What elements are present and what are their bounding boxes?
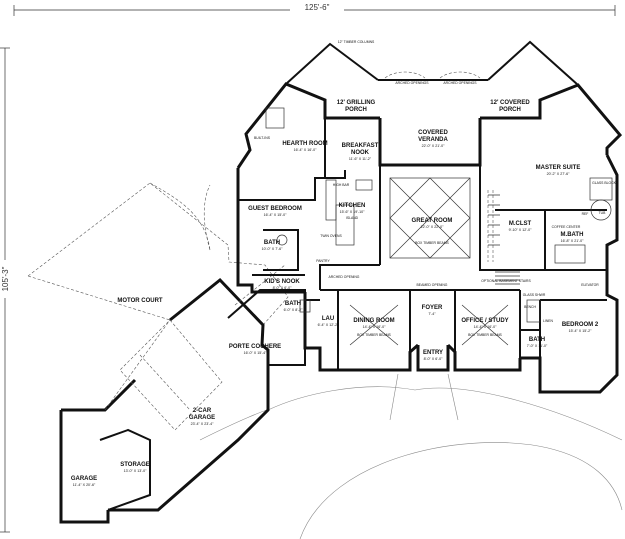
porte-cochere-label: PORTE COCHERE [229,344,281,350]
storage-label: STORAGE [120,462,150,468]
foyer-dim: 7'-4" [428,312,436,316]
porte-cochere [227,264,306,366]
bench-note: BENCH [524,305,536,309]
breakfast-sub: NOOK [351,150,370,156]
ceiling-patterns [349,71,509,346]
laundry-dim: 6'-4" X 12'-2" [318,323,339,327]
laundry-label: LAU [322,316,334,322]
linen-note: LINEN [543,319,554,323]
covered-porch-sub: PORCH [499,107,521,113]
master-bath-dim: 16'-8" X 21'-0" [561,239,584,243]
site-driveway [199,373,623,539]
glass-block-note: GLASS BLOCK [592,181,616,185]
dimension-lines: 125'-6" 105'-3" [0,3,616,533]
beamed-opening-note: BEAMED OPENING [417,283,448,287]
high-bar-note: HIGH BAR [333,183,350,187]
bath3-dim: 7'-0" X 11'-0" [527,344,548,348]
basement-note: OPTIONAL BASEMENT STAIRS [481,279,531,283]
kitchen-label: KITCHEN [339,203,366,209]
master-suite-dim: 20'-2" X 27'-6" [547,172,570,176]
office-dim: 14'-4" X 16'-0" [474,325,497,329]
kids-nook-dim: 8'-0" X 6'-0" [273,286,292,290]
dining-room-label: DINING ROOM [353,318,394,324]
hearth-room-label: HEARTH ROOM [282,141,327,147]
kids-nook-label: KID'S NOOK [264,279,300,285]
great-room-beams-note: BOX TIMBER BEAMS [415,241,449,245]
office-label: OFFICE / STUDY [461,318,508,324]
breakfast-label: BREAKFAST [342,143,379,149]
two-car-garage-dim: 23'-4" X 23'-4" [191,422,214,426]
built-ins-note: BUILT-INS [254,136,271,140]
bath3-label: BATH [529,337,545,343]
breakfast-dim: 11'-6" X 11'-2" [349,157,372,161]
glass-shower-note: GLASS SHWR [523,293,546,297]
bedroom2-label: BEDROOM 2 [562,322,599,328]
storage-dim: 13'-0" X 13'-0" [124,469,147,473]
guest-bath-label: BATH [264,240,280,246]
garage-label: GARAGE [71,476,97,482]
grilling-porch-sub: PORCH [345,107,367,113]
island-note: ISLAND [346,216,359,220]
veranda-sub: VERANDA [418,137,448,143]
great-room-dim: 22'-0" X 22'-0" [421,225,444,229]
two-car-garage-label: 2-CAR [193,408,212,414]
master-closet-label: M.CLST [509,221,532,227]
elevator-note: ELEVATOR [581,283,599,287]
motor-court-label: MOTOR COURT [117,298,163,304]
veranda-label: COVERED [418,130,448,136]
master-closet-dim: 9'-10" X 12'-0" [509,228,532,232]
bedroom2-dim: 15'-4" X 15'-2" [569,329,592,333]
half-bath-label: BATH [285,301,301,307]
two-car-garage-sub: GARAGE [189,415,215,421]
grilling-porch-label: 12' GRILLING [337,100,376,106]
coffee-note: COFFEE CENTER [552,225,581,229]
entry-dim: 8'-0" X 6'-0" [424,357,443,361]
dining-room-dim: 14'-4" X 16'-0" [363,325,386,329]
great-room-label: GREAT ROOM [412,218,453,224]
overall-width-label: 125'-6" [305,3,330,12]
arched-note-1: ARCHED OPENINGS [395,81,429,85]
kitchen-dim: 15'-6" X 19'-10" [340,210,365,214]
guest-bedroom-dim: 16'-4" X 15'-0" [264,213,287,217]
foyer-label: FOYER [422,305,443,311]
overall-depth-label: 105'-3" [1,266,10,291]
arched-note-2: ARCHED OPENINGS [443,81,477,85]
motor-court-garage [27,182,289,524]
master-bath-label: M.BATH [561,232,584,238]
porte-cochere-dim: 16'-0" X 15'-4" [244,351,267,355]
pantry-note: PANTRY [316,259,330,263]
timber-note: 12" TIMBER COLUMNS [338,40,375,44]
office-beams-note: BOX TIMBER BEAMS [468,333,502,337]
guest-bedroom-label: GUEST BEDROOM [248,206,302,212]
half-bath-dim: 6'-0" X 8'-2" [284,308,303,312]
tub-note: TUB [599,211,607,215]
fixtures [265,107,613,323]
covered-porch-label: 12' COVERED [490,100,530,106]
master-suite-label: MASTER SUITE [536,165,581,171]
guest-bath-dim: 10'-0" X 7'-6" [262,247,283,251]
entry-label: ENTRY [423,350,443,356]
hearth-room-dim: 16'-4" X 16'-0" [294,148,317,152]
main-house-walls [236,40,623,394]
ref-note: REF [582,212,589,216]
room-labels: 12" TIMBER COLUMNS ARCHED OPENINGS ARCHE… [71,40,617,487]
veranda-dim: 22'-0" X 21'-0" [422,144,445,148]
dining-beams-note: BOX TIMBER BEAMS [357,333,391,337]
twin-ovens-note: TWIN OVENS [320,234,342,238]
stairs [495,271,520,285]
arched-opening-note: ARCHED OPENING [329,275,360,279]
garage-dim: 11'-4" X 20'-6" [73,483,96,487]
